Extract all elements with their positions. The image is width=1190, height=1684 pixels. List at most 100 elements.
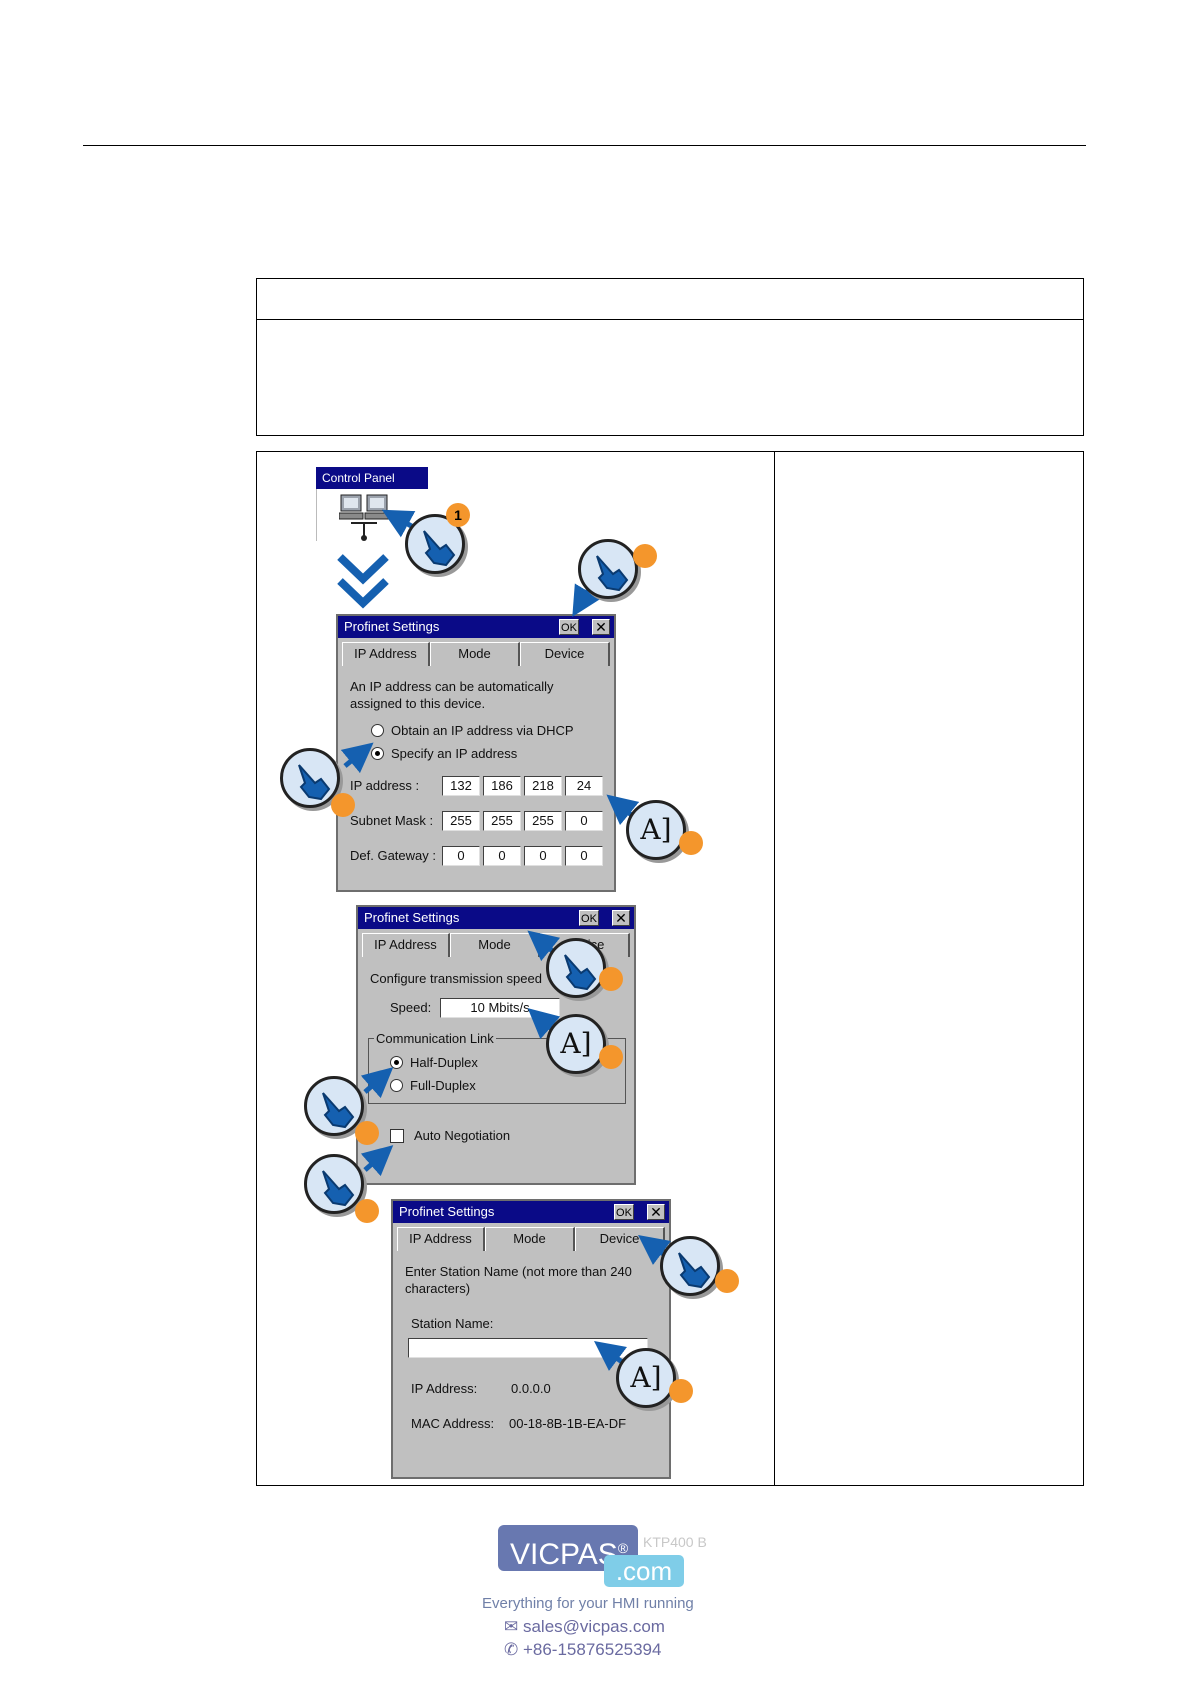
- device-dialog-title: Profinet Settings: [399, 1204, 495, 1219]
- step-dot: [679, 831, 703, 855]
- touch-hand-icon: [546, 938, 623, 998]
- tab-ip-address[interactable]: IP Address: [362, 933, 450, 957]
- contact-email: ✉ sales@vicpas.com: [504, 1617, 665, 1637]
- procedure-table: [256, 451, 1084, 1486]
- procedure-table-column-divider: [774, 452, 775, 1485]
- subnet-mask-label: Subnet Mask :: [350, 813, 434, 828]
- keyboard-glyph: A]: [630, 1361, 662, 1394]
- step-dot: [669, 1379, 693, 1403]
- mask-octet-4[interactable]: 0: [565, 811, 603, 831]
- ip-dialog-ok-button[interactable]: OK: [559, 619, 579, 635]
- ip-octet-2[interactable]: 186: [483, 776, 521, 796]
- step-dot: [599, 967, 623, 991]
- touch-hand-icon: [578, 539, 657, 599]
- step-dot: [355, 1121, 379, 1145]
- device-description-line1: Enter Station Name (not more than 240: [405, 1264, 632, 1279]
- station-name-label: Station Name:: [411, 1316, 494, 1331]
- ip-octet-4[interactable]: 24: [565, 776, 603, 796]
- step-dot: [633, 544, 657, 568]
- info-table-divider: [257, 319, 1083, 320]
- contact-phone-text: +86-15876525394: [522, 1640, 662, 1659]
- dhcp-radio-label: Obtain an IP address via DHCP: [391, 723, 574, 738]
- ip-address-label: IP address :: [350, 778, 420, 793]
- device-dialog-ok-button[interactable]: OK: [614, 1204, 634, 1220]
- device-dialog: Profinet Settings OK ✕ IP Address Mode D…: [391, 1199, 671, 1479]
- logo-tagline: Everything for your HMI running: [482, 1595, 694, 1612]
- mac-address-value: 00-18-8B-1B-EA-DF: [509, 1416, 627, 1431]
- gateway-octet-1[interactable]: 0: [442, 846, 480, 866]
- touch-hand-icon: [304, 1154, 379, 1223]
- keyboard-input-icon: A]: [616, 1348, 693, 1408]
- tab-device[interactable]: Device: [575, 1227, 665, 1251]
- control-panel-title: Control Panel: [316, 467, 428, 489]
- step-dot: [715, 1269, 739, 1293]
- keyboard-input-icon: A]: [546, 1014, 623, 1074]
- ip-dialog-title: Profinet Settings: [344, 619, 440, 634]
- tab-ip-address[interactable]: IP Address: [397, 1227, 485, 1251]
- mode-dialog-ok-button[interactable]: OK: [579, 910, 599, 926]
- half-duplex-label: Half-Duplex: [410, 1055, 478, 1070]
- device-description-line2: characters): [405, 1281, 471, 1296]
- step-dot: [331, 793, 355, 817]
- mode-dialog-titlebar: Profinet Settings: [358, 907, 634, 929]
- keyboard-glyph: A]: [640, 813, 672, 846]
- step-number-badge: 1: [446, 503, 470, 527]
- info-table: [256, 278, 1084, 436]
- gateway-octet-4[interactable]: 0: [565, 846, 603, 866]
- default-gateway-label: Def. Gateway :: [350, 848, 436, 863]
- network-computers-icon[interactable]: [339, 493, 395, 543]
- tab-device[interactable]: Device: [520, 642, 610, 666]
- touch-hand-icon: [304, 1076, 379, 1145]
- control-panel-area: [316, 489, 396, 541]
- ip-dialog-titlebar: Profinet Settings: [338, 616, 614, 638]
- device-dialog-tabs: IP Address Mode Device: [393, 1227, 669, 1253]
- header-rule: [83, 145, 1086, 146]
- full-duplex-label: Full-Duplex: [410, 1078, 476, 1093]
- ip-address-dialog: Profinet Settings OK ✕ IP Address Mode D…: [336, 614, 616, 892]
- device-ip-value: 0.0.0.0: [511, 1381, 551, 1396]
- communication-link-label: Communication Link: [374, 1031, 496, 1046]
- ip-dialog-tabs: IP Address Mode Device: [338, 642, 614, 668]
- ip-description-line2: assigned to this device.: [350, 696, 486, 711]
- device-dialog-close-button[interactable]: ✕: [647, 1204, 665, 1220]
- speed-dropdown[interactable]: 10 Mbits/s: [440, 998, 560, 1018]
- half-duplex-radio[interactable]: [390, 1056, 403, 1069]
- touch-hand-icon: [280, 748, 355, 817]
- tab-ip-address[interactable]: IP Address: [342, 642, 430, 666]
- station-name-input[interactable]: [408, 1338, 648, 1358]
- step-dot: [355, 1199, 379, 1223]
- mask-octet-1[interactable]: 255: [442, 811, 480, 831]
- gateway-octet-2[interactable]: 0: [483, 846, 521, 866]
- specify-ip-radio-label: Specify an IP address: [391, 746, 518, 761]
- vicpas-logo: VICPAS® .com Everything for your HMI run…: [482, 1525, 722, 1665]
- double-chevron-down-icon: [337, 554, 389, 609]
- logo-registered-mark: ®: [617, 1540, 629, 1556]
- ip-octet-1[interactable]: 132: [442, 776, 480, 796]
- mask-octet-2[interactable]: 255: [483, 811, 521, 831]
- mode-dialog-close-button[interactable]: ✕: [612, 910, 630, 926]
- touch-hand-icon: [660, 1236, 739, 1296]
- keyboard-input-icon: A]: [626, 800, 703, 860]
- transmission-speed-heading: Configure transmission speed: [370, 971, 542, 986]
- envelope-icon: ✉: [504, 1617, 523, 1636]
- gateway-octet-3[interactable]: 0: [524, 846, 562, 866]
- device-ip-label: IP Address:: [411, 1381, 478, 1396]
- full-duplex-radio[interactable]: [390, 1079, 403, 1092]
- device-model-label: KTP400 B: [643, 1534, 707, 1550]
- keyboard-glyph: A]: [560, 1027, 592, 1060]
- step-dot: [599, 1045, 623, 1069]
- tab-mode[interactable]: Mode: [450, 933, 540, 957]
- ip-dialog-close-button[interactable]: ✕: [592, 619, 610, 635]
- ip-octet-3[interactable]: 218: [524, 776, 562, 796]
- dhcp-radio[interactable]: [371, 724, 384, 737]
- mode-dialog-title: Profinet Settings: [364, 910, 460, 925]
- specify-ip-radio[interactable]: [371, 747, 384, 760]
- logo-main-text: VICPAS: [510, 1538, 618, 1571]
- touch-hand-icon: 1: [405, 503, 470, 574]
- auto-negotiation-checkbox[interactable]: [390, 1129, 404, 1143]
- mask-octet-3[interactable]: 255: [524, 811, 562, 831]
- tab-mode[interactable]: Mode: [485, 1227, 575, 1251]
- phone-icon: ✆: [504, 1640, 523, 1659]
- tab-mode[interactable]: Mode: [430, 642, 520, 666]
- contact-email-text: sales@vicpas.com: [522, 1617, 665, 1636]
